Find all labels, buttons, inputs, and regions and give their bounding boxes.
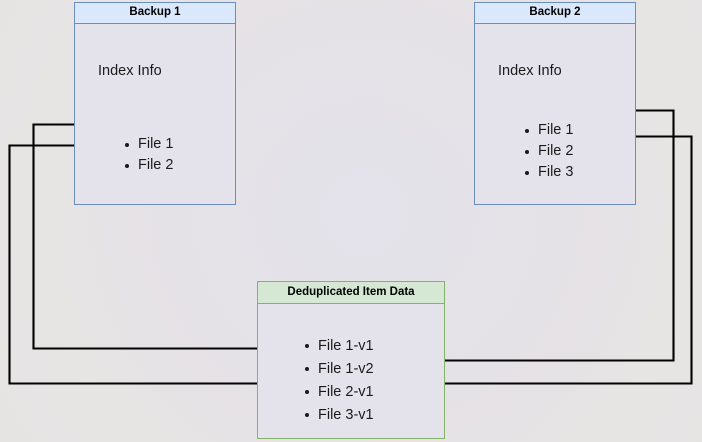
- list-item: File 1: [124, 134, 173, 155]
- list-item: File 2: [124, 155, 173, 176]
- list-item: File 2-v1: [304, 381, 374, 404]
- backup-1-file-list: File 1 File 2: [124, 134, 173, 176]
- backup-1-title: Backup 1: [129, 6, 181, 19]
- list-item: File 3-v1: [304, 404, 374, 427]
- backup-1-box: Backup 1 Index Info File 1 File 2: [74, 2, 236, 205]
- backup-2-file-list: File 1 File 2 File 3: [524, 120, 573, 183]
- deduplicated-item-data-header: Deduplicated Item Data: [258, 282, 444, 304]
- backup-2-header: Backup 2: [475, 3, 635, 24]
- list-item: File 2: [524, 141, 573, 162]
- backup-2-box: Backup 2 Index Info File 1 File 2 File 3: [474, 2, 636, 205]
- backup-2-index-info-label: Index Info: [498, 63, 562, 79]
- deduplicated-file-list: File 1-v1 File 1-v2 File 2-v1 File 3-v1: [304, 335, 374, 427]
- backup-2-title: Backup 2: [529, 6, 581, 19]
- list-item: File 3: [524, 162, 573, 183]
- backup-1-header: Backup 1: [75, 3, 235, 24]
- list-item: File 1-v1: [304, 335, 374, 358]
- list-item: File 1: [524, 120, 573, 141]
- deduplicated-item-data-box: Deduplicated Item Data File 1-v1 File 1-…: [257, 281, 445, 439]
- backup-1-index-info-label: Index Info: [98, 63, 162, 79]
- list-item: File 1-v2: [304, 358, 374, 381]
- deduplicated-item-data-title: Deduplicated Item Data: [287, 285, 415, 298]
